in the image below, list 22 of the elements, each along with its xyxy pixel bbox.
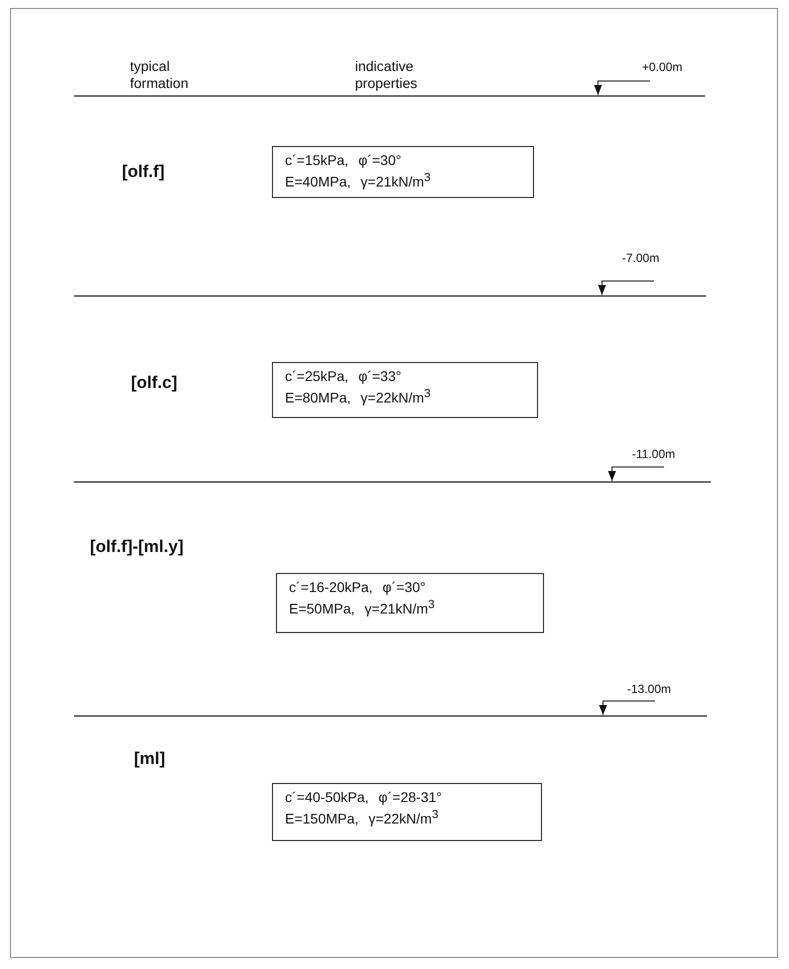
property-values: E=150MPa, γ=22kN/m$^{3}$ — [285, 807, 440, 828]
properties-box — [272, 146, 534, 198]
property-values: c´=16-20kPa, φ´=30° — [289, 579, 427, 596]
property-values: E=50MPa, γ=21kN/m$^{3}$ — [289, 597, 436, 618]
properties-box — [276, 573, 544, 633]
column-heading: typical formation — [130, 58, 190, 92]
property-values: c´=25kPa, φ´=33° — [285, 368, 402, 385]
properties-box — [272, 783, 542, 841]
elevation-label: -13.00m — [627, 682, 672, 696]
elevation-label: +0.00m — [642, 60, 682, 74]
property-values: E=40MPa, γ=21kN/m$^{3}$ — [285, 170, 432, 191]
elevation-label: -7.00m — [622, 251, 660, 265]
formation-label: [olf.c] — [131, 373, 178, 393]
formation-label: [olf.f]-[ml.y] — [90, 537, 184, 557]
elevation-label: -11.00m — [632, 447, 676, 461]
property-values: c´=40-50kPa, φ´=28-31° — [285, 789, 443, 806]
formation-label: [ml] — [134, 749, 166, 769]
property-values: c´=15kPa, φ´=30° — [285, 152, 402, 169]
formation-label: [olf.f] — [122, 162, 164, 182]
column-heading: indicative properties — [355, 58, 418, 92]
properties-box — [272, 362, 538, 418]
property-values: E=80MPa, γ=22kN/m$^{3}$ — [285, 386, 432, 407]
